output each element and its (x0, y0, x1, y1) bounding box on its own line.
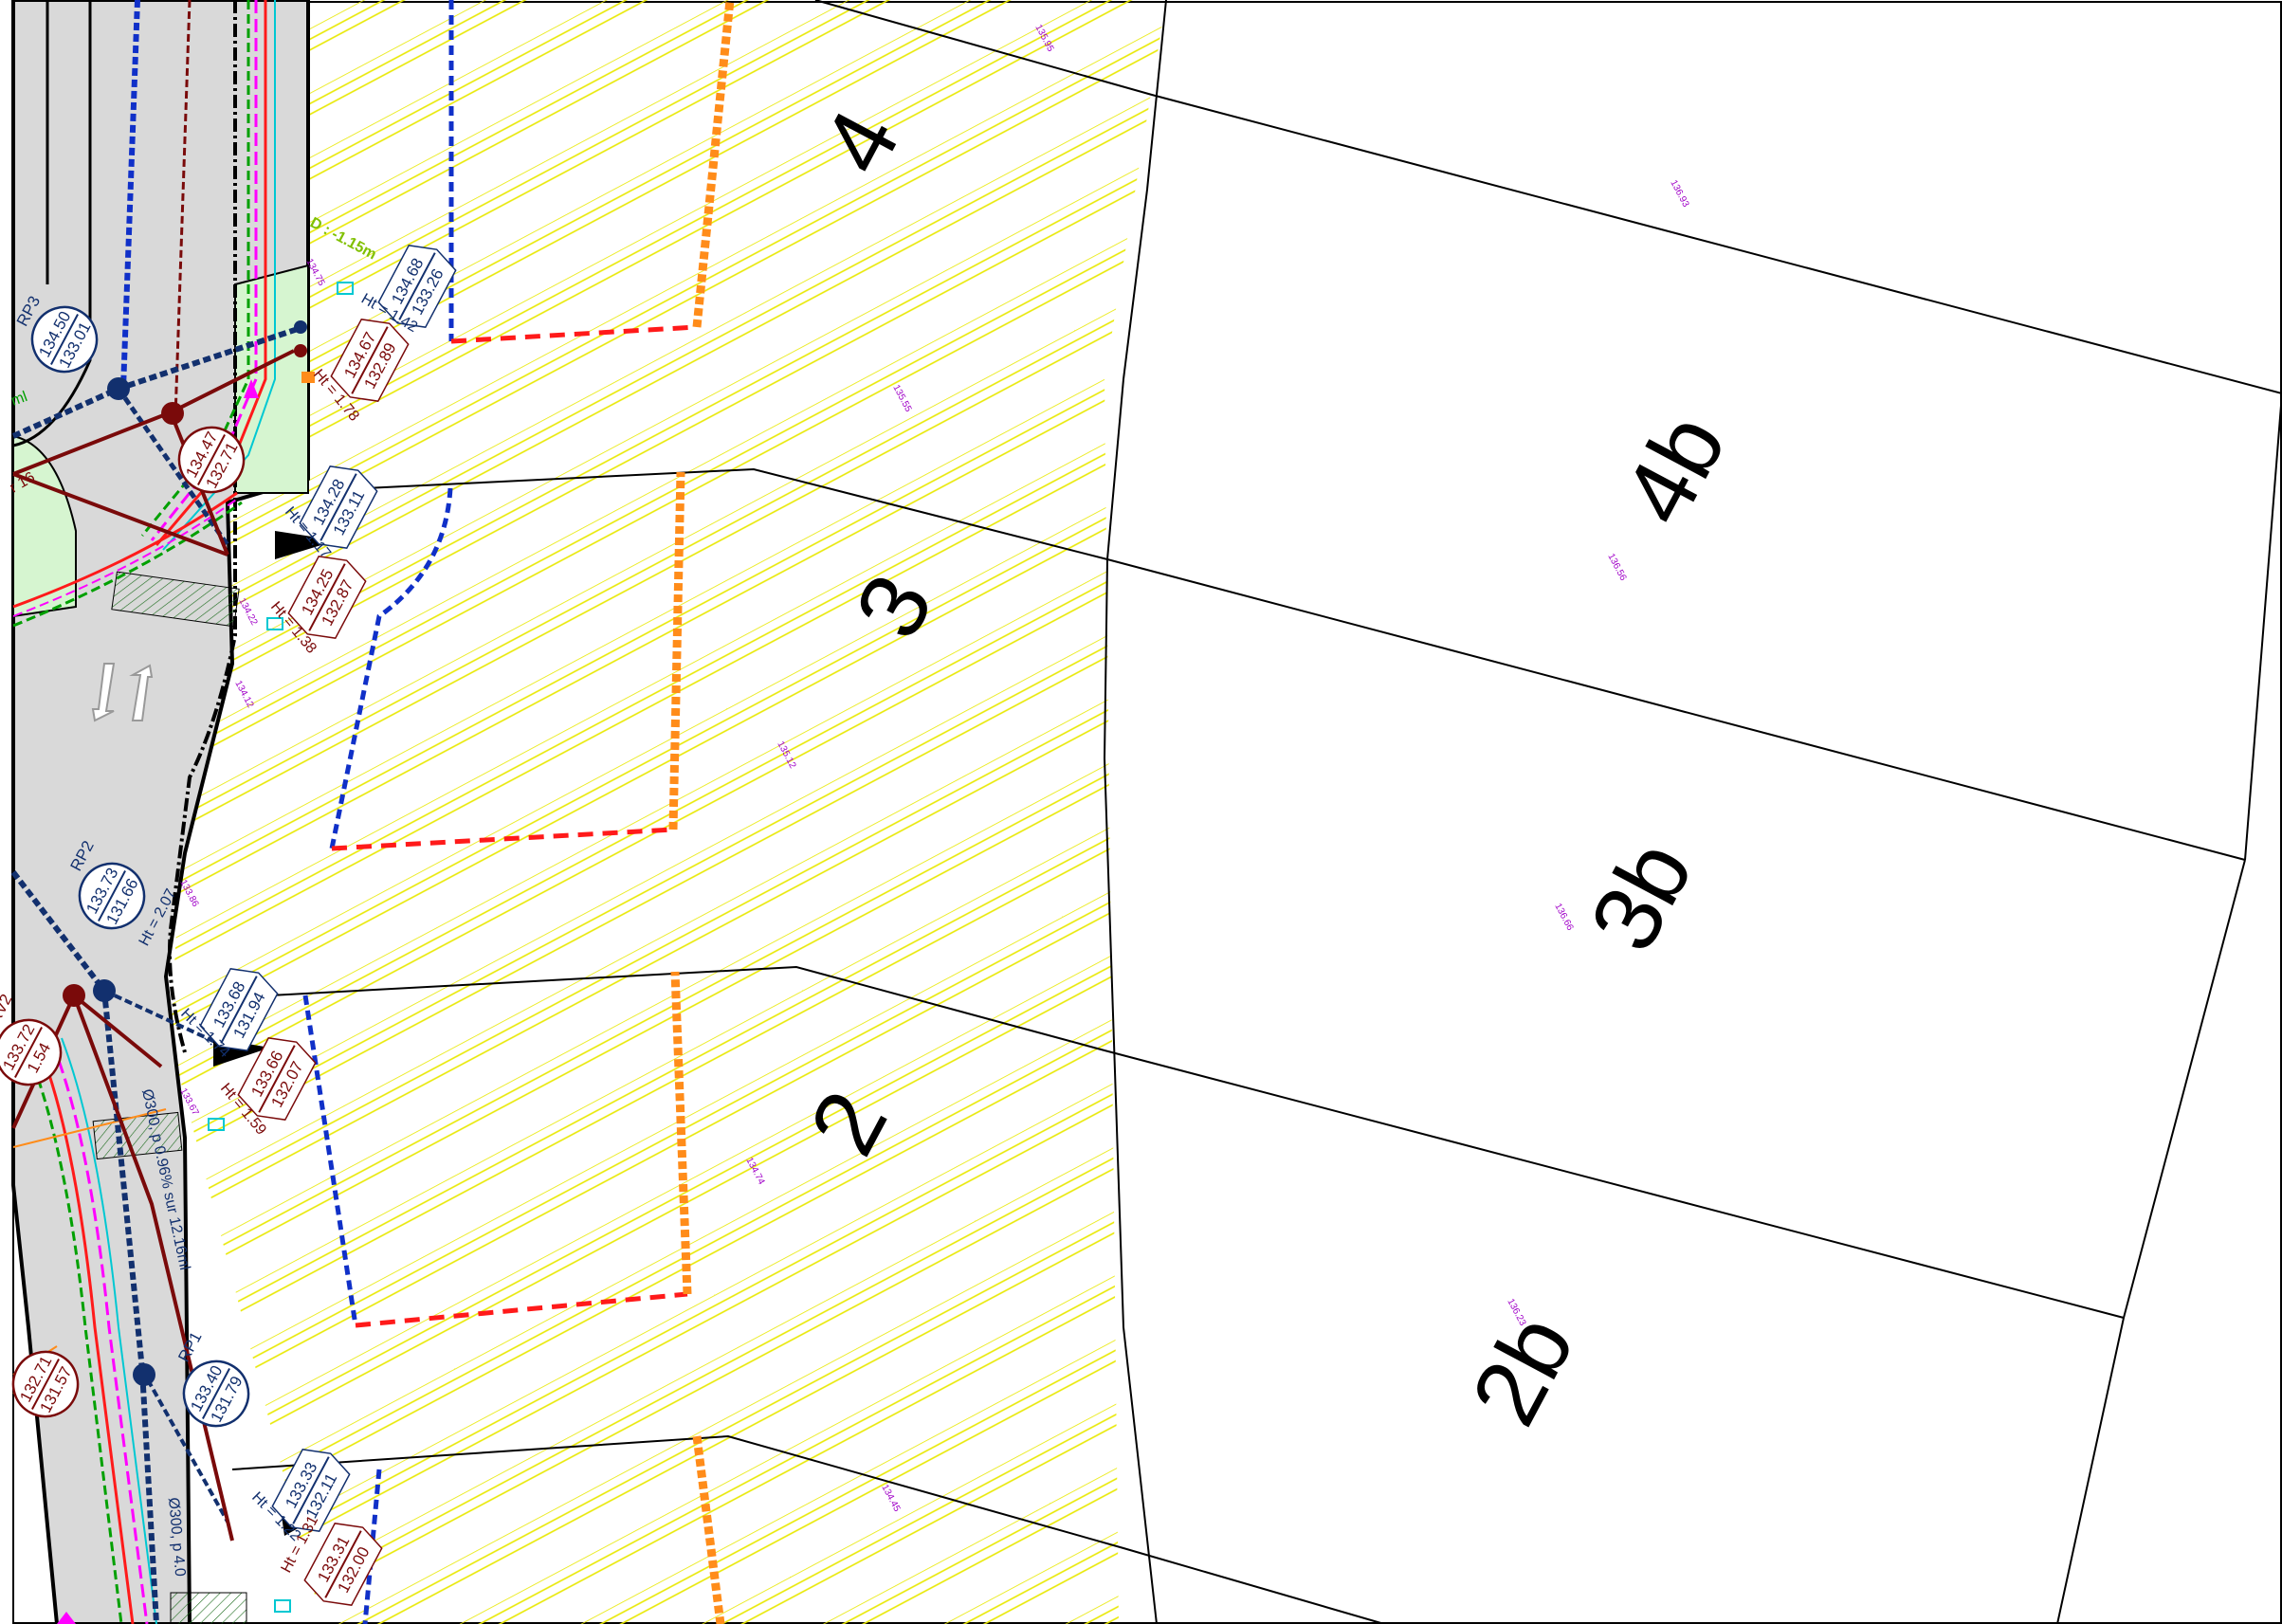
lot-boundaries (231, 0, 2282, 1624)
traffic-arrows (91, 663, 154, 722)
manhole-rv3[interactable]: 134.47 132.71 (168, 416, 255, 503)
hatched-zone (171, 0, 1166, 1624)
green-area-top (234, 264, 309, 494)
culvert-3 (170, 1592, 247, 1624)
road-edge-right (168, 0, 237, 1053)
manhole-rv2[interactable]: 133.72 1.54 RV2 (0, 991, 76, 1096)
manhole-rp3[interactable]: 134.50 133.01 RP3 (2, 285, 108, 383)
manhole-rv1[interactable]: 132.71 131.57 (2, 1341, 89, 1428)
culvert-1 (111, 571, 240, 628)
manhole-rp1[interactable]: 133.40 131.79 RP1 (154, 1329, 265, 1437)
connection-box-8[interactable]: 133.31 132.00 (301, 1515, 387, 1614)
connection-box-3[interactable]: 134.28 133.11 (296, 458, 382, 557)
building-envelopes (302, 0, 735, 1624)
left-label-fragment: ml (9, 389, 30, 410)
